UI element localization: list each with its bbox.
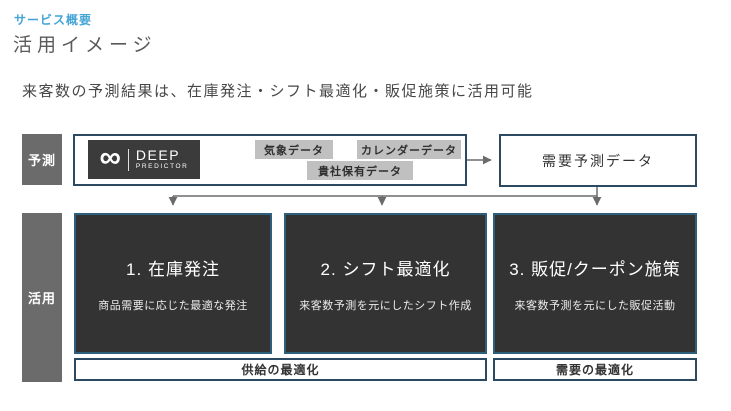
logo-line1: DEEP bbox=[135, 147, 181, 164]
use-case-title: 1. 在庫発注 bbox=[126, 259, 220, 279]
input-chip-weather: 気象データ bbox=[255, 140, 333, 159]
logo-wordmark: DEEP PREDICTOR bbox=[136, 148, 189, 171]
input-chip-company-data: 貴社保有データ bbox=[307, 161, 413, 180]
use-case-title: 2. シフト最適化 bbox=[320, 259, 451, 279]
use-case-shift-box: 2. シフト最適化 来客数予測を元にしたシフト作成 bbox=[284, 213, 487, 354]
page-title: 活用イメージ bbox=[13, 35, 157, 56]
demand-optimization-bar: 需要の最適化 bbox=[493, 358, 697, 381]
lead-text: 来客数の予測結果は、在庫発注・シフト最適化・販促施策に活用可能 bbox=[22, 83, 534, 100]
use-case-desc: 商品需要に応じた最適な発注 bbox=[98, 299, 248, 312]
logo-divider bbox=[127, 148, 129, 171]
infinity-icon: ∞ bbox=[99, 140, 121, 174]
row-label-apply: 活用 bbox=[22, 213, 62, 382]
supply-optimization-bar: 供給の最適化 bbox=[74, 358, 487, 381]
use-case-desc: 来客数予測を元にしたシフト作成 bbox=[299, 299, 472, 312]
deep-predictor-logo: ∞ DEEP PREDICTOR bbox=[88, 140, 200, 179]
input-chip-calendar: カレンダーデータ bbox=[357, 140, 461, 159]
row-label-predict: 予測 bbox=[22, 134, 62, 185]
use-case-inventory-box: 1. 在庫発注 商品需要に応じた最適な発注 bbox=[74, 213, 272, 354]
use-case-promotion-box: 3. 販促/クーポン施策 来客数予測を元にした販促活動 bbox=[493, 213, 697, 354]
use-case-title: 3. 販促/クーポン施策 bbox=[509, 259, 681, 279]
demand-forecast-box: 需要予測データ bbox=[499, 134, 697, 187]
section-eyebrow: サービス概要 bbox=[14, 13, 93, 27]
use-case-desc: 来客数予測を元にした販促活動 bbox=[514, 299, 676, 312]
logo-line2: PREDICTOR bbox=[135, 163, 189, 171]
